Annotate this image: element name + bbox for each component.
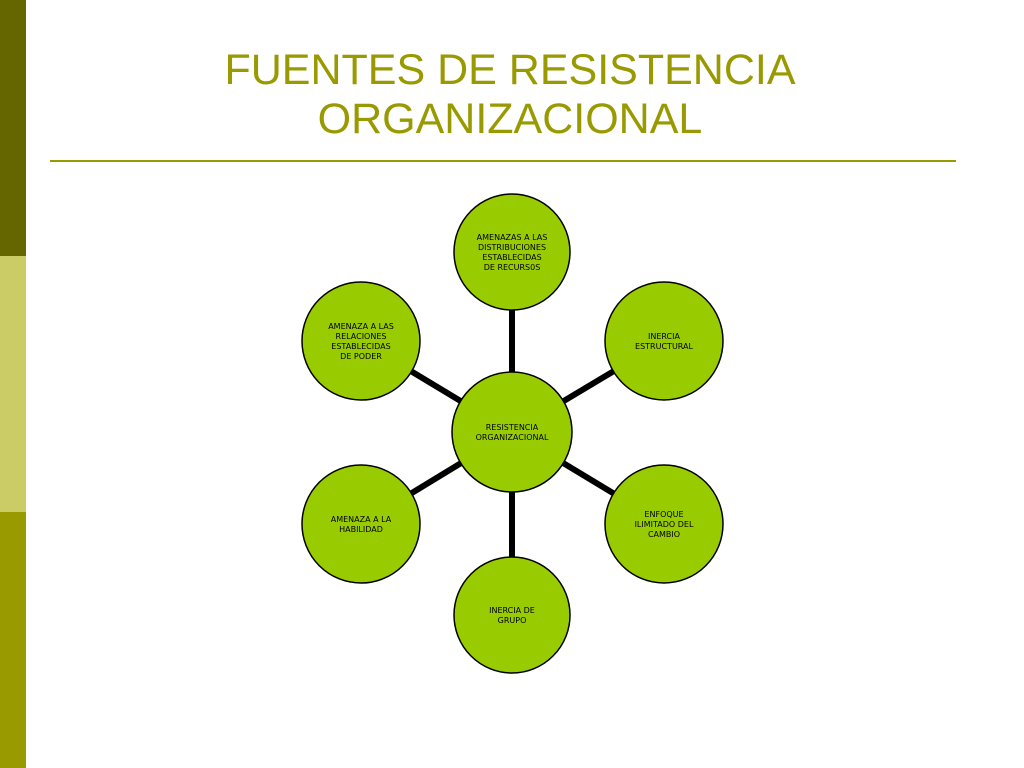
node-upper-left-label-line-2: RELACIONES	[336, 332, 387, 341]
node-top-label-line-2: DISTRIBUCIONES	[478, 243, 546, 252]
center-node-circle	[451, 371, 573, 493]
node-upper-right-label-line-1: INERCIA	[648, 332, 681, 341]
node-bottom-label-line-1: INERCIA DE	[489, 606, 535, 615]
connector-lower-right	[560, 459, 617, 498]
node-upper-left-label-line-4: DE PODER	[340, 352, 382, 361]
slide-title-line-1: FUENTES DE RESISTENCIA	[224, 46, 796, 94]
node-top-label-line-1: AMENAZAS A LAS	[477, 233, 548, 242]
node-lower-left-label-line-1: AMENAZA A LA	[331, 515, 392, 524]
node-upper-right-label-line-2: ESTRUCTURAL	[635, 342, 693, 351]
node-lower-left-circle	[301, 464, 421, 584]
node-upper-left-circle	[301, 281, 421, 401]
node-top-label-line-3: ESTABLECIDAS	[482, 253, 541, 262]
node-lower-left-label-line-2: HABILIDAD	[339, 525, 383, 534]
node-upper-left-label-line-1: AMENAZA A LAS	[328, 322, 394, 331]
node-upper-right-circle	[604, 281, 724, 401]
node-top-circle	[453, 193, 571, 311]
connectors	[408, 308, 617, 559]
sidebar-stripe-middle	[0, 256, 26, 512]
node-upper-left-label-line-3: ESTABLECIDAS	[331, 342, 390, 351]
node-bottom-circle	[453, 556, 571, 674]
node-bottom-label-line-2: GRUPO	[498, 616, 527, 625]
title-divider	[50, 160, 956, 162]
connector-upper-right	[560, 367, 617, 405]
node-lower-right-label-line-3: CAMBIO	[648, 530, 680, 539]
connector-upper-left	[408, 367, 464, 405]
slide-title: FUENTES DE RESISTENCIA ORGANIZACIONAL	[60, 46, 960, 144]
slide-title-line-2: ORGANIZACIONAL	[317, 95, 703, 143]
center-node-label-line-1: RESISTENCIA	[486, 423, 539, 432]
node-lower-right-label-line-1: ENFOQUE	[644, 510, 683, 519]
node-lower-right-label-line-2: ILIMITADO DEL	[635, 520, 694, 529]
sidebar-stripe-top	[0, 0, 26, 256]
sidebar-stripe-bottom	[0, 512, 26, 768]
node-lower-right-circle	[604, 464, 724, 584]
connector-lower-left	[408, 459, 465, 497]
center-node-label-line-2: ORGANIZACIONAL	[476, 433, 549, 442]
node-top-label-line-4: DE RECURS0S	[484, 263, 541, 272]
